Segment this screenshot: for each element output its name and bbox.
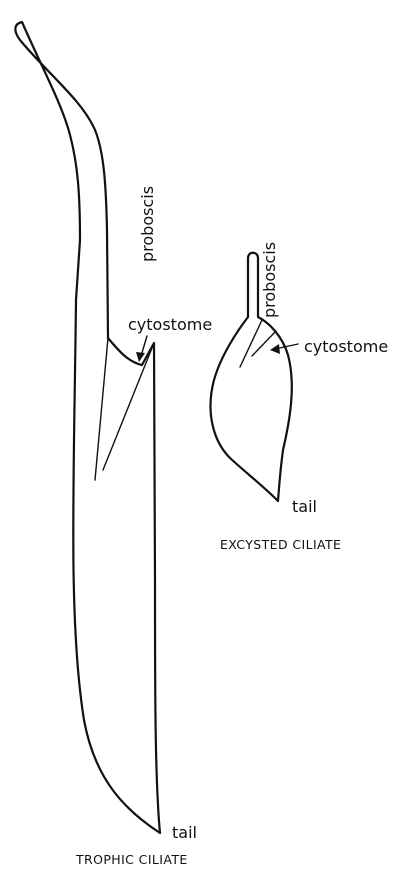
excysted-tail-label: tail (292, 497, 317, 516)
excysted-proboscis-label: proboscis (260, 242, 279, 318)
trophic-body-outline (15, 22, 160, 833)
excysted-cytostome-arrowhead (270, 344, 280, 354)
excysted-ciliate: proboscis cytostome tail EXCYSTED CILIAT… (211, 242, 389, 552)
excysted-cytostome-groove-1 (240, 320, 262, 367)
trophic-proboscis-label: proboscis (138, 186, 157, 262)
excysted-body-outline (211, 253, 292, 501)
excysted-cytostome-label: cytostome (304, 337, 388, 356)
trophic-cytostome-groove-1 (95, 338, 108, 480)
trophic-cytostome-groove-2 (103, 343, 154, 470)
trophic-cytostome-label: cytostome (128, 315, 212, 334)
trophic-ciliate: proboscis cytostome tail TROPHIC CILIATE (15, 22, 212, 867)
excysted-caption: EXCYSTED CILIATE (220, 537, 341, 552)
trophic-tail-label: tail (172, 823, 197, 842)
trophic-caption: TROPHIC CILIATE (75, 852, 188, 867)
